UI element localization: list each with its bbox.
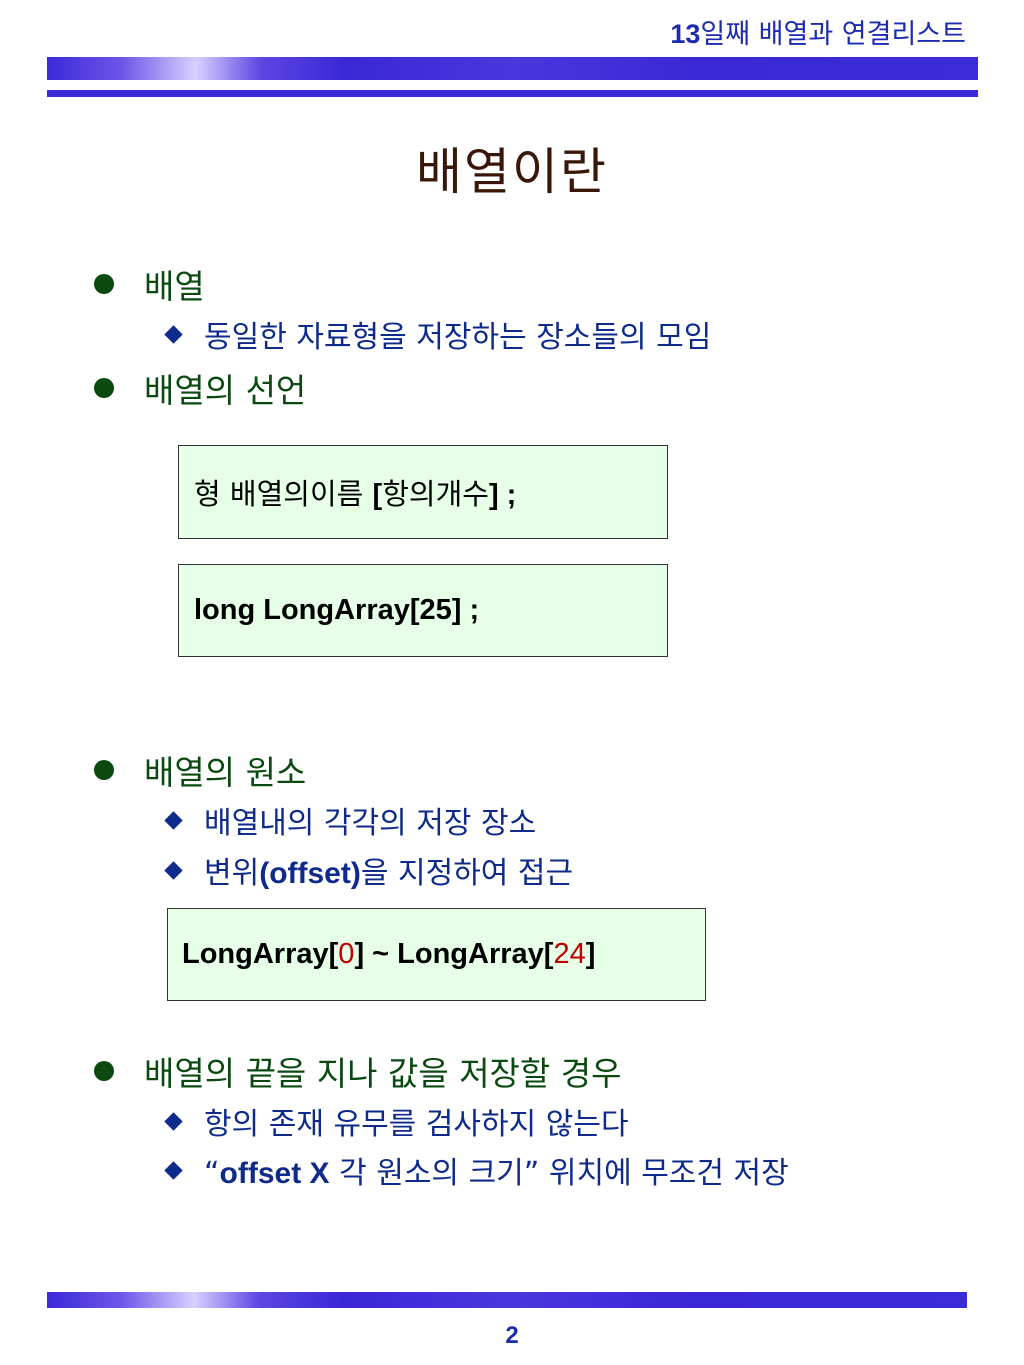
bullet-dot-icon (94, 1061, 114, 1081)
range-text: LongArray[0] ~ LongArray[24] (182, 938, 596, 970)
sub-bullet-offset: 변위(offset)을 지정하여 접근 (163, 848, 573, 892)
bullet-text: 배열의 선언 (144, 371, 307, 410)
syntax-text: 형 배열의이름 [항의개수] ; (194, 477, 517, 511)
sub-bullet-text: 동일한 자료형을 저장하는 장소들의 모임 (204, 320, 712, 355)
bullet-overflow: 배열의 끝을 지나 값을 저장할 경우 (94, 1047, 622, 1095)
header-divider-line (47, 90, 978, 97)
syntax-box: 형 배열의이름 [항의개수] ; (178, 445, 668, 539)
header-title: 13일째 배열과 연결리스트 (670, 12, 966, 51)
diamond-bullet-icon (164, 1111, 183, 1131)
sub-bullet-storage: 배열내의 각각의 저장 장소 (163, 798, 536, 842)
range-box: LongArray[0] ~ LongArray[24] (167, 908, 706, 1001)
header-title-text: 일째 배열과 연결리스트 (700, 19, 966, 50)
sub-bullet-no-check: 항의 존재 유무를 검사하지 않는다 (163, 1099, 629, 1143)
bullet-declaration: 배열의 선언 (94, 364, 306, 412)
bullet-text: 배열의 원소 (144, 753, 307, 792)
diamond-bullet-icon (164, 1160, 183, 1180)
bullet-dot-icon (94, 378, 114, 398)
sub-bullet-definition: 동일한 자료형을 저장하는 장소들의 모임 (163, 312, 711, 356)
diamond-bullet-icon (164, 324, 183, 344)
bullet-text: 배열의 끝을 지나 값을 저장할 경우 (144, 1054, 622, 1093)
footer-decorative-bar (47, 1292, 967, 1308)
example-text: long LongArray[25] ; (194, 594, 480, 626)
example-box: long LongArray[25] ; (178, 564, 668, 657)
bullet-elements: 배열의 원소 (94, 746, 306, 794)
sub-bullet-text: 변위(offset)을 지정하여 접근 (204, 856, 574, 891)
sub-bullet-text: 항의 존재 유무를 검사하지 않는다 (204, 1107, 629, 1142)
diamond-bullet-icon (164, 860, 183, 880)
header-day-number: 13 (670, 19, 701, 49)
sub-bullet-text: “offset X 각 원소의 크기” 위치에 무조건 저장 (204, 1156, 789, 1191)
page-number: 2 (505, 1322, 519, 1349)
sub-bullet-text: 배열내의 각각의 저장 장소 (204, 806, 537, 841)
header-decorative-bar (47, 57, 978, 80)
sub-bullet-store-position: “offset X 각 원소의 크기” 위치에 무조건 저장 (163, 1148, 789, 1192)
bullet-dot-icon (94, 760, 114, 780)
slide-title: 배열이란 (416, 143, 608, 201)
diamond-bullet-icon (164, 810, 183, 830)
bullet-text: 배열 (144, 267, 205, 306)
bullet-array: 배열 (94, 260, 205, 308)
bullet-dot-icon (94, 274, 114, 294)
